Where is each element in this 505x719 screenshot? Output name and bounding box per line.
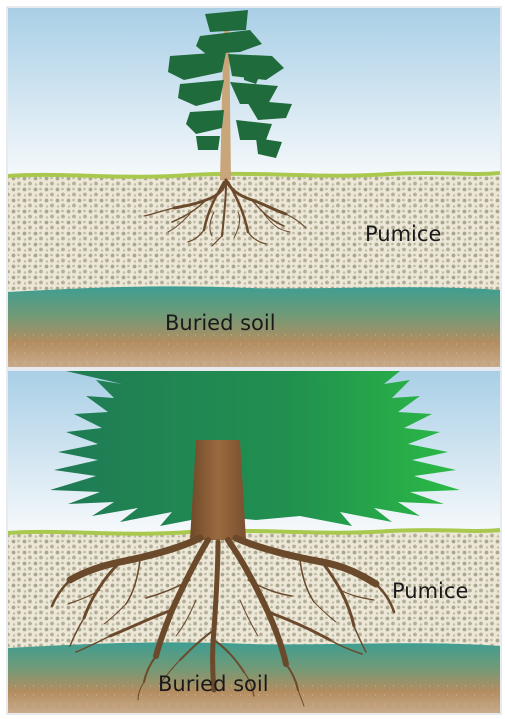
buried-soil-label-top: Buried soil	[165, 313, 276, 334]
pumice-label-bottom: Pumice	[392, 581, 468, 602]
buried-soil-label-bottom: Buried soil	[158, 674, 269, 695]
panel-bottom	[7, 370, 501, 714]
soil-speckle-top	[8, 330, 500, 367]
mature-conifer-trunk	[190, 440, 246, 540]
pumice-label-top: Pumice	[365, 224, 441, 245]
